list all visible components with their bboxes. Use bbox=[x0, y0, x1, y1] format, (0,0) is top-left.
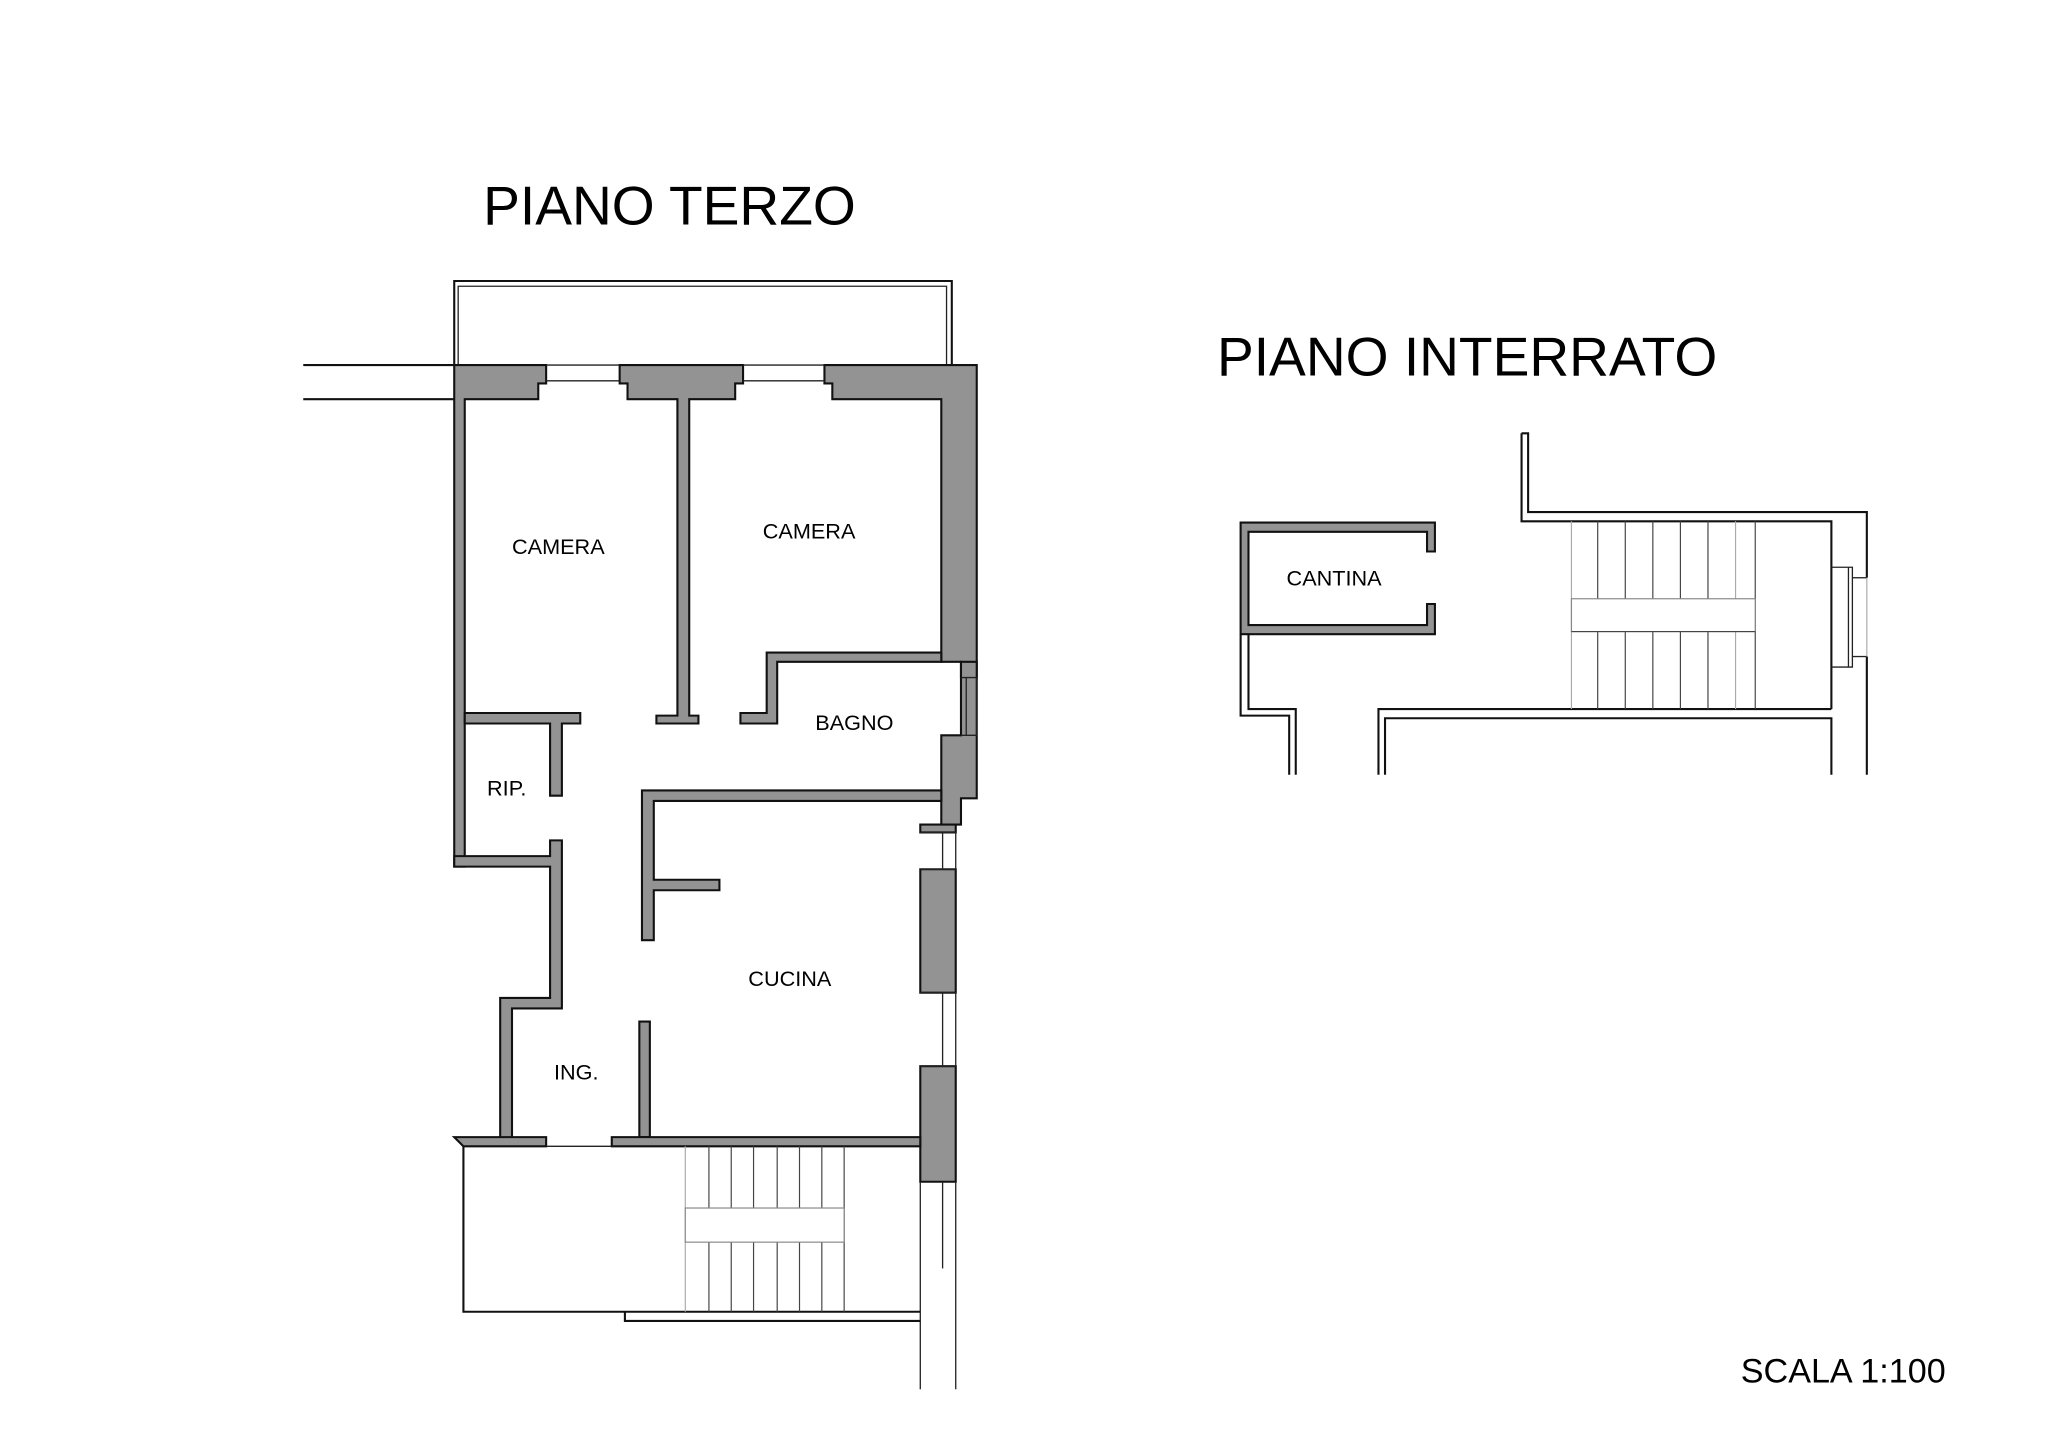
room-label-ingresso: ING. bbox=[554, 1059, 599, 1084]
staircase-upper bbox=[462, 1146, 921, 1322]
exterior-walls bbox=[453, 363, 978, 1390]
room-label-cucina: CUCINA bbox=[748, 966, 832, 991]
plan-piano-interrato: PIANO INTERRATO bbox=[1217, 326, 1868, 775]
room-label-camera-1: CAMERA bbox=[512, 534, 605, 559]
corridor-walls bbox=[1239, 432, 1868, 775]
balcony bbox=[453, 279, 953, 366]
plan-title-piano-interrato: PIANO INTERRATO bbox=[1217, 326, 1717, 388]
cantina-walls bbox=[1239, 521, 1436, 636]
scale-label: SCALA 1:100 bbox=[1741, 1353, 1946, 1391]
room-label-camera-2: CAMERA bbox=[763, 518, 856, 543]
plan-title-piano-terzo: PIANO TERZO bbox=[483, 175, 856, 237]
room-label-cantina: CANTINA bbox=[1287, 566, 1383, 591]
interior-walls bbox=[451, 651, 943, 1148]
room-label-bagno: BAGNO bbox=[815, 710, 893, 735]
room-label-ripostiglio: RIP. bbox=[487, 776, 526, 801]
adjacent-wall-lines bbox=[303, 363, 455, 401]
staircase-basement bbox=[1570, 521, 1756, 710]
plan-piano-terzo: PIANO TERZO bbox=[303, 175, 978, 1390]
